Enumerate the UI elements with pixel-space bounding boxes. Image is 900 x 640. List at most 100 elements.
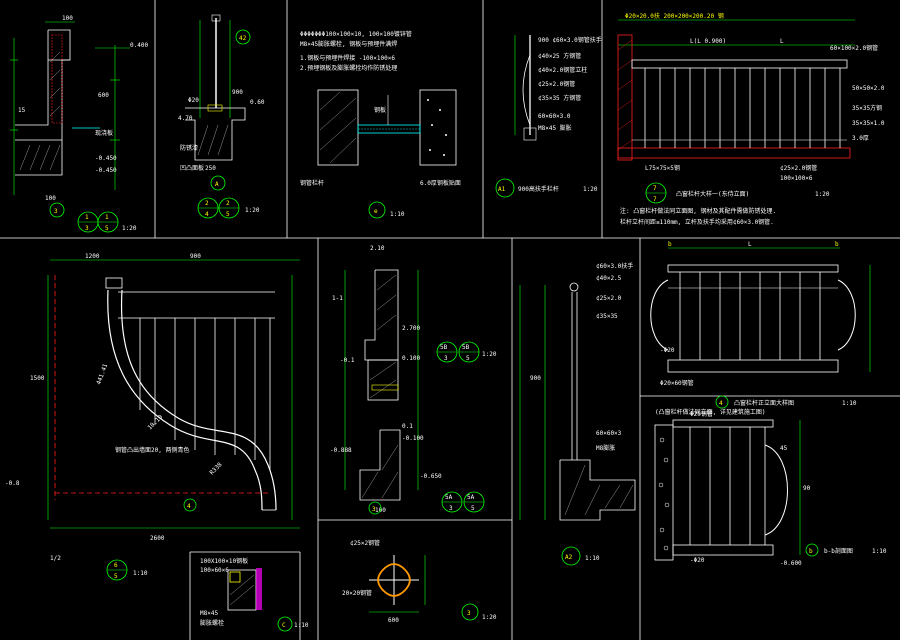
svg-text:100X100×10钢板: 100X100×10钢板 [200,557,248,565]
svg-text:250: 250 [205,165,216,172]
svg-text:L75×75×5钢: L75×75×5钢 [645,164,680,172]
p4-callout: A1 [498,186,506,193]
svg-text:b: b [835,241,839,248]
svg-text:防锈漆: 防锈漆 [180,144,198,152]
svg-text:35×35方钢: 35×35方钢 [852,104,882,112]
p1-callout-bottom-bottom: 5 [105,225,109,232]
p11-callout: C [282,622,286,629]
svg-text:4.70: 4.70 [178,115,193,122]
svg-text:膨胀螺栓: 膨胀螺栓 [200,619,224,627]
p8-scale: 1:10 [585,555,600,562]
p4-scale: 1:20 [583,186,598,193]
svg-text:0.60: 0.60 [250,99,265,106]
panel-10-bb-section: Φ20钢管 -Φ20 45 90 -0.600 b b-b剖面图 1:10 [654,410,887,567]
p6-dim-top-left: 1200 [85,253,100,260]
svg-text:-Φ20: -Φ20 [690,557,705,564]
panel-3-anchor-detail: ΦΦΦΦΦΦΦ100×100×10, 100×100镀锌管 M8×45膨胀螺栓,… [300,30,461,219]
p7-callout-5b-a: 5B [440,344,448,351]
svg-text:1/2: 1/2 [50,555,61,562]
svg-text:90: 90 [803,485,811,492]
svg-text:ΦΦΦΦΦΦΦ100×100×10, 100×100镀锌管: ΦΦΦΦΦΦΦ100×100×10, 100×100镀锌管 [300,30,412,38]
p11-scale: 1:10 [294,622,309,629]
p6-arc-label1: 441.41 [95,363,109,386]
svg-text:¢25×2.0钢管: ¢25×2.0钢管 [538,80,575,88]
p3-callout: e [374,208,378,215]
svg-text:35×35×1.0: 35×35×1.0 [852,120,885,127]
svg-text:100×60×6: 100×60×6 [200,567,229,574]
svg-text:2.10: 2.10 [370,245,385,252]
svg-text:M8膨胀: M8膨胀 [596,444,615,452]
p10-callout: b-b剖面图 [824,547,853,555]
svg-text:M8×45: M8×45 [200,610,218,617]
panel-4-A1-rail: 900 ¢60×3.0钢管扶手 ¢40×25 方钢管 ¢40×2.0钢管立柱 ¢… [495,35,602,198]
p2-callout-top-b: 4 [205,211,209,218]
svg-text:L: L [780,38,784,45]
svg-text:-0.650: -0.650 [420,473,442,480]
p3-scale: 1:10 [390,211,405,218]
p7-callout-5a-c: 5A [467,494,475,501]
svg-text:100: 100 [45,195,56,202]
svg-text:1.钢板与预埋件焊接 -100×100×6: 1.钢板与预埋件焊接 -100×100×6 [300,54,395,62]
p12-dim: 600 [388,617,399,624]
p8-callout: A2 [565,554,573,561]
svg-text:-0.1: -0.1 [340,357,355,364]
p9-note: (凸窗栏杆做法同立面, 详见建筑施工图) [655,408,765,416]
p2-callout-bottom-b: 5 [226,211,230,218]
p9-scale: 1:10 [842,400,857,407]
p6-callout-top: 6 [114,562,118,569]
p12-callout: 3 [467,610,471,617]
svg-text:Φ20×60钢管: Φ20×60钢管 [660,379,694,387]
p1-callout-top-right: 3 [85,225,89,232]
svg-text:6.0厚钢板贴面: 6.0厚钢板贴面 [420,179,461,187]
svg-text:b: b [809,548,813,555]
p2-callout-bottom-a: 2 [226,200,230,207]
svg-text:Φ20: Φ20 [188,97,199,104]
svg-text:¢25×2.0钢管: ¢25×2.0钢管 [780,164,817,172]
svg-text:45: 45 [780,445,788,452]
p9-title: 凸窗栏杆正立面大样图 [734,399,794,407]
p6-label-main: 钢管凸出墙面20, 两侧青色 [115,446,189,454]
p5-callout-top: 7 [653,185,657,192]
panel-6-curved-rail: 1200 900 2600 1500 441.41 10.10 钢管凸出墙面20… [5,253,300,581]
p4-title: 900高扶手栏杆 [518,185,559,193]
svg-text:3.0厚: 3.0厚 [852,135,869,142]
svg-text:钢管栏杆: 钢管栏杆 [300,179,324,187]
svg-text:M8×45膨胀螺栓, 钢板与预埋件满焊: M8×45膨胀螺栓, 钢板与预埋件满焊 [300,40,397,48]
p7-bubble: 3 [372,506,376,513]
p7-callout-5b-d: 5 [466,355,470,362]
p2-scale: 1:20 [245,207,260,214]
p5-callout-bottom: 7 [653,196,657,203]
svg-text:¢60×3.0扶手: ¢60×3.0扶手 [596,262,633,270]
panel-9-baywindow-front: L b b -Φ20 Φ20×60钢管 4 凸窗栏杆正立面大样图 1:10 (凸… [650,241,871,416]
panel-2-post-section: 42 Φ20 4.70 0.60 防锈漆 凹凸面板 250 900 A 2 4 … [178,14,265,219]
svg-text:15: 15 [18,107,26,114]
svg-text:-0.450: -0.450 [95,167,117,174]
panel-7-sections: 2.10 1-1 2.700 0.100 -0.1 0.1 -0.100 -0.… [330,245,497,515]
svg-text:¢25×2钢管: ¢25×2钢管 [350,539,380,547]
p5-note1: 注: 凸窗栏杆做法同立面图, 钢材及其配件需做防锈处理. [620,207,776,215]
p9-callout: 4 [719,400,723,407]
panel-1-wall-section: 100 0.400 现浇板 -0.450 -0.450 100 15 600 3… [10,15,148,233]
p6-scale: 1:10 [133,570,148,577]
p2-bubble: A [215,181,219,188]
svg-text:¢25×2.0: ¢25×2.0 [596,295,622,302]
p5-note2: 栏杆立杆间距≤110mm, 立杆及扶手均采用¢60×3.0钢管. [620,218,774,226]
p10-scale: 1:10 [872,548,887,555]
svg-text:1-1: 1-1 [332,295,343,302]
p5-scale: 1:20 [815,191,830,198]
svg-text:-Φ20: -Φ20 [660,347,675,354]
svg-text:¢35×35: ¢35×35 [596,313,618,320]
svg-text:-0.450: -0.450 [95,155,117,162]
svg-text:-0.600: -0.600 [780,560,802,567]
svg-text:2.700: 2.700 [402,325,420,332]
svg-text:现浇板: 现浇板 [95,129,113,137]
svg-text:¢40×2.0钢管立柱: ¢40×2.0钢管立柱 [538,66,587,74]
p6-radius: R338 [208,461,223,476]
p7-callout-5a-d: 5 [471,505,475,512]
svg-text:900 ¢60×3.0钢管扶手: 900 ¢60×3.0钢管扶手 [538,36,602,44]
p7-callout-5b-c: 5B [462,344,470,351]
svg-text:4: 4 [187,503,191,510]
p1-scale: 1:20 [122,225,137,232]
svg-text:M8×45 膨胀: M8×45 膨胀 [538,124,572,132]
